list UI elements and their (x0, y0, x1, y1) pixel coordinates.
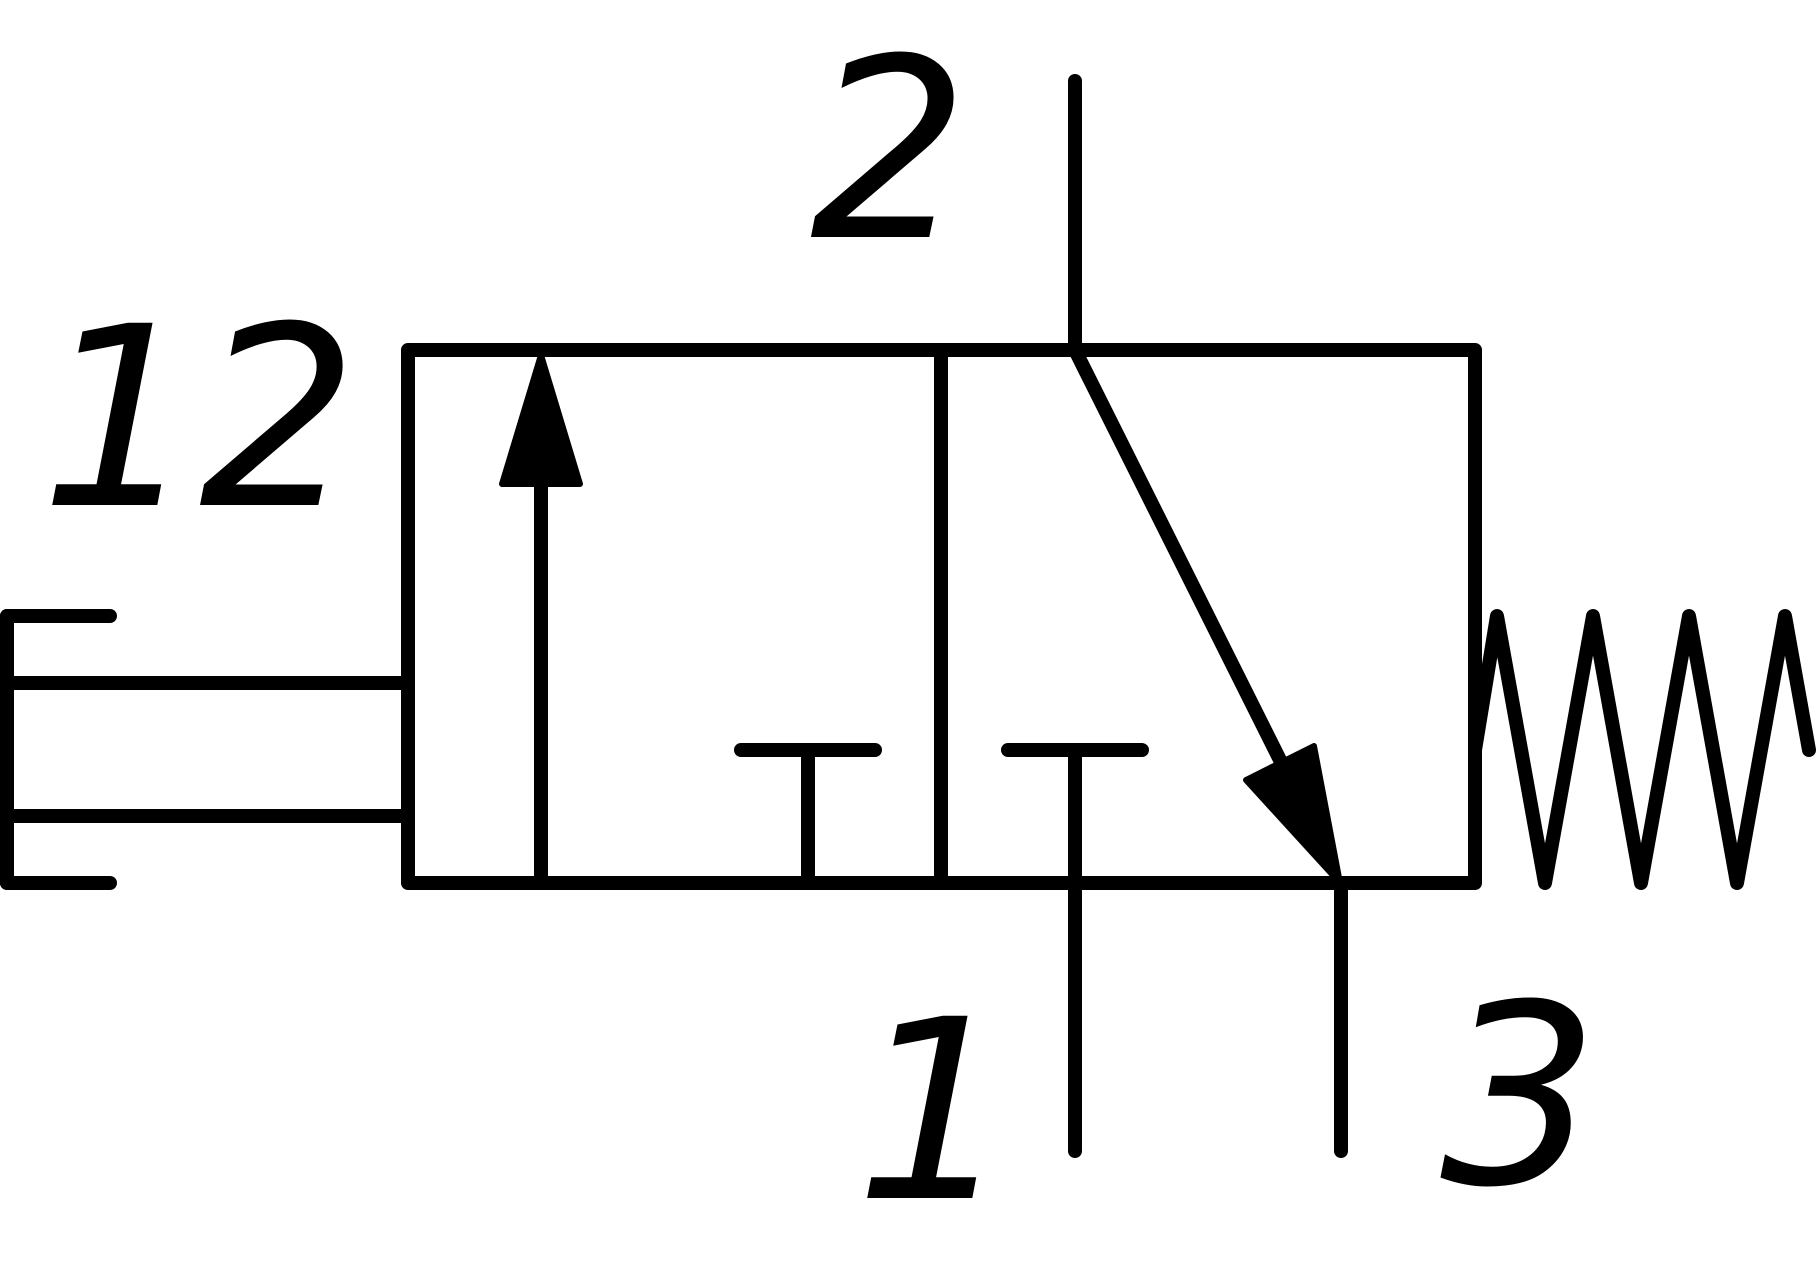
left-square-flow-arrow (499, 352, 583, 890)
left-square-blocked-port-icon (734, 743, 882, 890)
pilot-actuator (0, 609, 415, 890)
port-label-2: 2 (810, 5, 969, 296)
port-label-12: 12 (40, 273, 358, 564)
port-label-1: 1 (855, 966, 1014, 1257)
spring-icon (1468, 609, 1816, 890)
port-label-3: 3 (1440, 951, 1599, 1242)
right-square-blocked-port-icon (1001, 743, 1149, 890)
right-square-flow-arrow (1068, 343, 1343, 886)
